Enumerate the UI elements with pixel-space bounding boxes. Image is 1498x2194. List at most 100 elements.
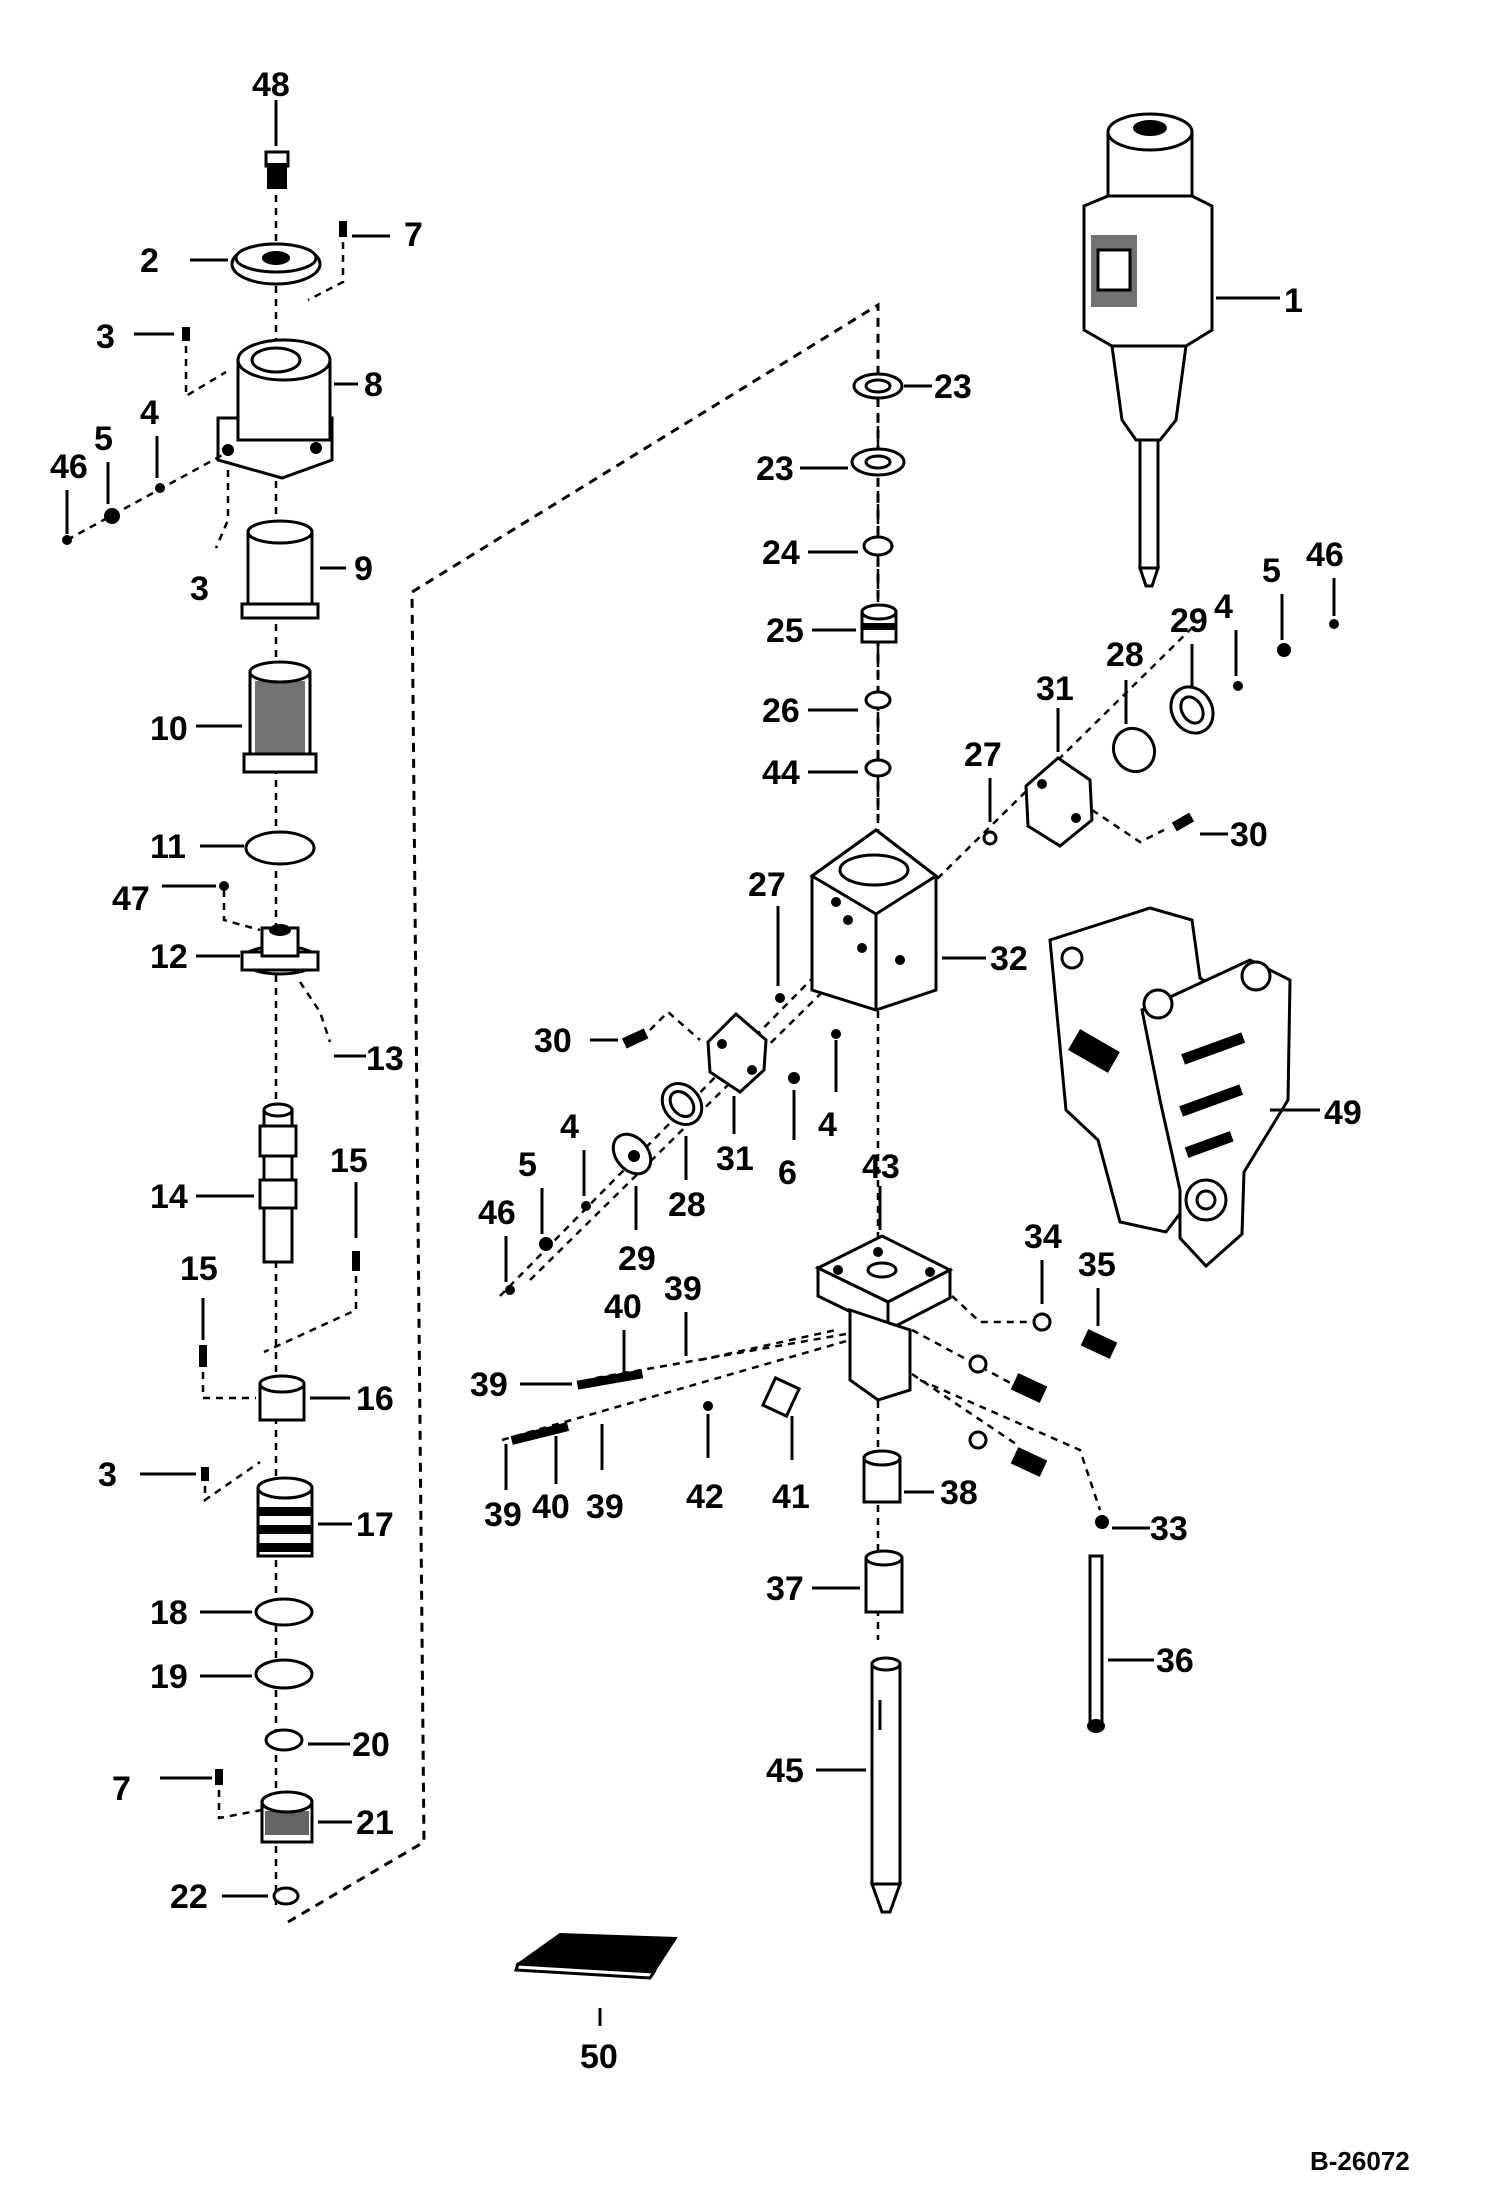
label-24: 24 bbox=[762, 534, 800, 572]
part-14-spool bbox=[258, 1102, 298, 1264]
label-27-lower: 27 bbox=[748, 866, 786, 904]
bolt-a bbox=[1010, 1373, 1048, 1403]
part-6 bbox=[788, 1072, 800, 1084]
bolt-34-path bbox=[951, 1295, 1030, 1324]
label-34: 34 bbox=[1024, 1218, 1062, 1256]
part-10-filter bbox=[242, 660, 318, 774]
part-12-plug bbox=[240, 924, 320, 976]
label-46-lower-left: 46 bbox=[478, 1194, 516, 1232]
part-46-lower-left bbox=[505, 1285, 515, 1295]
label-22: 22 bbox=[170, 1878, 208, 1916]
label-5-upper: 5 bbox=[1262, 552, 1281, 590]
label-5-lower-left: 5 bbox=[518, 1146, 537, 1184]
part-42 bbox=[703, 1401, 713, 1411]
pin-3-path-mid bbox=[214, 470, 230, 549]
label-44: 44 bbox=[762, 754, 800, 792]
label-37: 37 bbox=[766, 1570, 804, 1608]
part-15-pin-right bbox=[352, 1251, 360, 1271]
label-16: 16 bbox=[356, 1380, 394, 1418]
label-28-upper: 28 bbox=[1106, 636, 1144, 674]
label-31-upper: 31 bbox=[1036, 670, 1074, 708]
label-27-upper: 27 bbox=[964, 736, 1002, 774]
label-50: 50 bbox=[580, 2038, 618, 2076]
label-1: 1 bbox=[1284, 282, 1303, 320]
label-39-c: 39 bbox=[484, 1496, 522, 1534]
part-38-bushing bbox=[862, 1449, 902, 1504]
label-28-lower: 28 bbox=[668, 1186, 706, 1224]
label-18: 18 bbox=[150, 1594, 188, 1632]
label-14: 14 bbox=[150, 1178, 188, 1216]
label-4-lower-left: 4 bbox=[560, 1108, 579, 1146]
part-3-pin-top bbox=[182, 327, 190, 341]
part-37-bushing bbox=[864, 1549, 904, 1614]
label-30-upper: 30 bbox=[1230, 816, 1268, 854]
pin-13-path bbox=[298, 981, 332, 1043]
label-41: 41 bbox=[772, 1478, 810, 1516]
part-27-lower bbox=[775, 993, 785, 1003]
label-4-left: 4 bbox=[140, 394, 159, 432]
pin-3-path-top bbox=[184, 346, 227, 399]
label-20: 20 bbox=[352, 1726, 390, 1764]
label-15-left: 15 bbox=[180, 1250, 218, 1288]
part-2-washer bbox=[230, 242, 322, 286]
part-22-oring bbox=[272, 1886, 300, 1906]
pin-15-path-right bbox=[263, 1276, 358, 1354]
part-49-bracket bbox=[1048, 906, 1292, 1269]
label-39-a: 39 bbox=[470, 1366, 508, 1404]
part-40-rod-lower bbox=[510, 1422, 570, 1445]
label-5-left: 5 bbox=[94, 420, 113, 458]
label-32: 32 bbox=[990, 940, 1028, 978]
part-4-lower-left bbox=[581, 1201, 591, 1211]
part-7-pin-low bbox=[215, 1769, 223, 1785]
label-29-lower: 29 bbox=[618, 1240, 656, 1278]
part-32-valve-block bbox=[809, 828, 939, 1012]
part-5-left bbox=[104, 508, 120, 524]
part-34-washer bbox=[1032, 1312, 1052, 1332]
pin-15-path-left bbox=[201, 1372, 256, 1400]
part-29-seal-upper bbox=[1169, 685, 1215, 735]
label-42: 42 bbox=[686, 1478, 724, 1516]
rod-path-mid bbox=[699, 1328, 837, 1362]
label-23-top: 23 bbox=[934, 368, 972, 406]
label-3-mid: 3 bbox=[190, 570, 209, 608]
part-47-pin bbox=[219, 881, 229, 891]
part-30-bolt-lower bbox=[622, 1028, 649, 1049]
part-20-oring bbox=[264, 1728, 304, 1752]
label-33: 33 bbox=[1150, 1510, 1188, 1548]
label-13: 13 bbox=[366, 1040, 404, 1078]
label-19: 19 bbox=[150, 1658, 188, 1696]
part-31-cover-lower bbox=[706, 1011, 768, 1094]
label-4-lower-right: 4 bbox=[818, 1106, 837, 1144]
pin-3-path-low bbox=[203, 1460, 261, 1503]
part-1-breaker-assembly bbox=[1082, 112, 1214, 588]
pin-7-path-low bbox=[217, 1790, 263, 1820]
label-23-bottom: 23 bbox=[756, 450, 794, 488]
label-26: 26 bbox=[762, 692, 800, 730]
part-46-upper bbox=[1329, 619, 1339, 629]
part-19-oring bbox=[254, 1658, 314, 1690]
bolt-30-path-upper bbox=[1091, 808, 1165, 844]
label-3-top: 3 bbox=[96, 318, 115, 356]
pin-7-path-top bbox=[307, 242, 345, 302]
part-9-sleeve bbox=[240, 519, 320, 620]
washer-a bbox=[968, 1354, 988, 1374]
part-23-washer-bottom bbox=[850, 447, 906, 477]
part-16-bushing bbox=[258, 1374, 306, 1422]
bolt-30-path-lower bbox=[649, 1010, 701, 1041]
part-7-pin-top bbox=[339, 221, 347, 237]
bolt-axis-left bbox=[66, 450, 229, 542]
label-8: 8 bbox=[364, 366, 383, 404]
part-33 bbox=[1095, 1515, 1109, 1529]
part-5-upper bbox=[1277, 643, 1291, 657]
washer-b bbox=[968, 1430, 988, 1450]
label-36: 36 bbox=[1156, 1642, 1194, 1680]
label-6: 6 bbox=[778, 1154, 797, 1192]
part-44-oring bbox=[864, 758, 892, 778]
part-43-body bbox=[814, 1234, 954, 1402]
part-4-lower-right bbox=[831, 1029, 841, 1039]
part-28-upper bbox=[1111, 726, 1157, 774]
bolt-b bbox=[1010, 1447, 1048, 1477]
bolt-path-a bbox=[911, 1328, 1017, 1388]
label-43: 43 bbox=[862, 1148, 900, 1186]
